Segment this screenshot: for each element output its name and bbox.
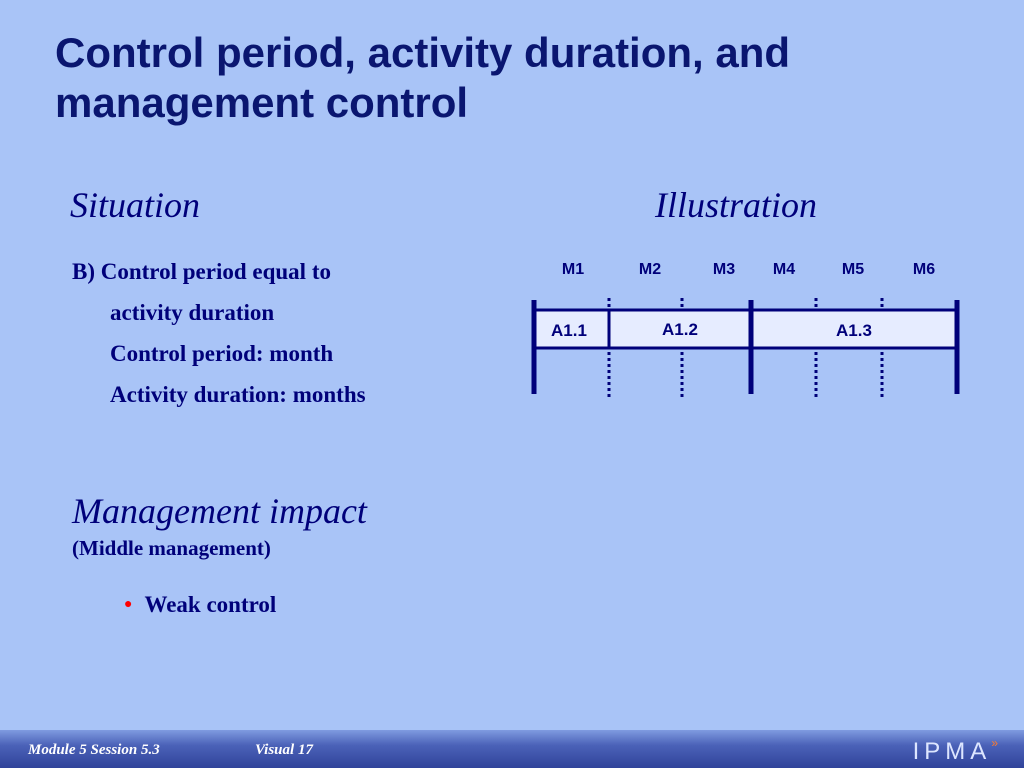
management-subheading: (Middle management) (72, 536, 271, 560)
timeline-diagram: M1 M2 M3 M4 M5 M6 A1.1 A1.2 A1.3 (531, 261, 960, 398)
situation-text: B) Control period equal to activity dura… (72, 256, 366, 420)
slide-title: Control period, activity duration, and m… (55, 29, 791, 126)
illustration-heading: Illustration (655, 185, 818, 225)
activity-label: A1.2 (662, 320, 698, 339)
footer-bar: Module 5 Session 5.3 Visual 17 IPMA» (0, 730, 1024, 768)
situation-line: Activity duration: months (110, 382, 366, 407)
month-label: M4 (773, 261, 795, 278)
activity-bar (607, 308, 753, 350)
situation-heading: Situation (70, 185, 201, 225)
bullet-dot-icon: ● (124, 597, 133, 612)
activity-label: A1.1 (551, 321, 587, 340)
activity-label: A1.3 (836, 321, 872, 340)
logo-chevron-icon: » (991, 736, 998, 750)
footer-module: Module 5 Session 5.3 (28, 742, 160, 758)
situation-line: Control period: month (110, 341, 334, 366)
month-label: M5 (842, 261, 864, 278)
month-label: M2 (639, 261, 661, 278)
bullet-item: ● Weak control (124, 592, 276, 618)
footer-visual: Visual 17 (255, 742, 313, 758)
month-label: M6 (913, 261, 935, 278)
ipma-logo: IPMA» (912, 736, 998, 765)
month-label: M3 (713, 261, 735, 278)
situation-line: activity duration (110, 300, 275, 325)
month-label: M1 (562, 261, 584, 278)
management-heading: Management impact (72, 491, 367, 531)
situation-line: B) Control period equal to (72, 259, 331, 284)
bullet-text: Weak control (144, 592, 277, 617)
